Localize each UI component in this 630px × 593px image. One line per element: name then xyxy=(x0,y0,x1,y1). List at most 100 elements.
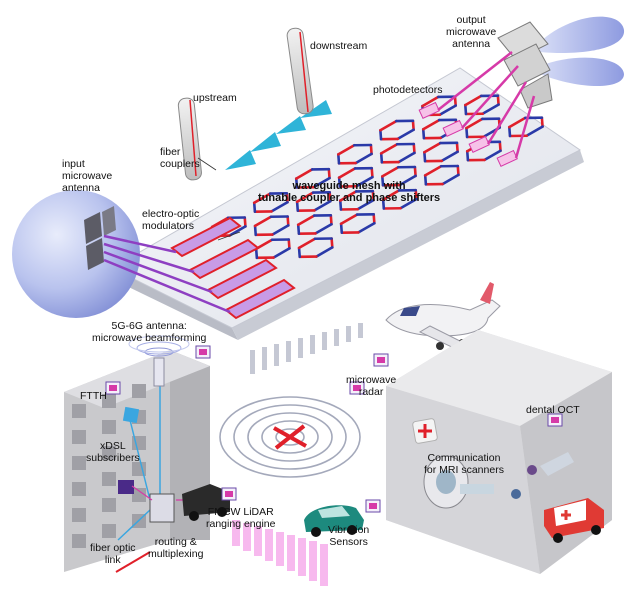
waveguide-segment xyxy=(414,188,418,201)
radar-wave-bar xyxy=(298,338,303,358)
waveguide-segment xyxy=(252,201,257,213)
ftth-label: FTTH xyxy=(80,390,107,402)
chip-core xyxy=(199,349,207,355)
chip-side-right xyxy=(232,150,584,340)
input-antenna xyxy=(12,190,231,318)
chip-core xyxy=(377,357,385,363)
waveguide-segment xyxy=(396,128,415,141)
waveguide-segment xyxy=(285,192,289,204)
waveguide-segment xyxy=(315,246,334,258)
building-window xyxy=(102,472,116,486)
chip-icons xyxy=(105,345,563,513)
waveguide-segment xyxy=(379,128,383,141)
waveguide-segment xyxy=(329,214,333,226)
waveguide-segment xyxy=(252,192,272,205)
waveguide-segment xyxy=(314,222,333,235)
waveguide-segment xyxy=(412,142,416,155)
waveguide-segment xyxy=(411,119,415,132)
waveguide-segment xyxy=(295,191,315,204)
waveguide-segment xyxy=(456,164,460,177)
waveguide-segment xyxy=(463,94,483,107)
waveguide-segment xyxy=(423,150,427,163)
waveguide-segment xyxy=(421,118,441,131)
waveguide-segment xyxy=(355,175,374,188)
waveguide-segment xyxy=(455,141,459,154)
waveguide-segment xyxy=(421,95,440,108)
lidar-beam xyxy=(232,520,240,546)
chip-core xyxy=(225,491,233,497)
waveguide-segment xyxy=(398,174,417,187)
radar-wave-bar xyxy=(358,323,363,338)
leader-lines xyxy=(197,157,241,241)
waveguide-segment xyxy=(525,125,544,138)
modulator-1 xyxy=(170,216,242,258)
chip-side xyxy=(112,268,238,340)
beamforming-label: 5G-6G antenna:microwave beamforming xyxy=(92,320,207,344)
input-antenna-sphere xyxy=(12,190,140,318)
radar-ring xyxy=(261,420,319,454)
waveguide-segment xyxy=(381,165,400,178)
lidar-beam xyxy=(320,544,328,586)
building-window xyxy=(132,488,146,502)
radar-waves xyxy=(250,323,363,374)
waveguide-segment xyxy=(498,140,502,153)
radar-target xyxy=(273,424,307,450)
coupler-3 xyxy=(276,116,306,134)
waveguide-segment xyxy=(369,143,373,156)
waveguide-segment xyxy=(270,200,289,213)
building-window xyxy=(102,498,116,512)
waveguide-segment xyxy=(330,237,334,249)
downstream-fiber xyxy=(286,27,314,115)
waveguide-segment xyxy=(463,103,468,116)
waveguide-segment xyxy=(296,214,316,227)
waveguide-segment xyxy=(413,165,417,178)
photodetector-1 xyxy=(418,101,440,119)
waveguide-segment xyxy=(381,198,386,210)
photodetectors-label: photodetectors xyxy=(373,84,443,96)
photodetectors xyxy=(418,101,518,167)
waveguide-segment xyxy=(357,221,376,234)
fiber-arrow xyxy=(115,551,151,573)
waveguide-segment xyxy=(440,150,459,163)
photodetector-3 xyxy=(468,135,490,153)
waveguide-segment xyxy=(337,167,357,179)
chip-core xyxy=(551,417,559,423)
lidar-beam xyxy=(298,538,306,576)
building-window xyxy=(102,420,116,434)
building-window xyxy=(72,456,86,470)
photodetector-4 xyxy=(496,149,518,167)
modulator-4 xyxy=(224,278,296,320)
waveguide-segment xyxy=(465,126,469,139)
waveguide-segment xyxy=(507,116,527,129)
lidar-beam xyxy=(243,523,251,551)
waveguide-segment xyxy=(496,94,500,106)
waveguide-segment xyxy=(253,215,273,228)
coupler-2 xyxy=(250,132,281,152)
waveguide-segment xyxy=(423,164,443,177)
waveguide-segment xyxy=(253,224,258,237)
waveguide-segment xyxy=(354,152,373,165)
waveguide-segment xyxy=(465,117,484,130)
radar-wave-bar xyxy=(274,344,279,366)
waveguide-segment xyxy=(379,142,399,155)
waveguide-segment xyxy=(272,247,291,259)
radar-wave-bar xyxy=(286,341,291,362)
waveguide-segment xyxy=(296,223,301,235)
waveguide-segment xyxy=(465,149,470,162)
waveguide-segment xyxy=(337,176,342,188)
waveguide-segment xyxy=(483,149,502,162)
building-window xyxy=(72,508,86,522)
radar-rings xyxy=(219,396,361,478)
waveguide-segment xyxy=(228,225,247,237)
output-lobe-bottom xyxy=(540,57,624,86)
output-antenna xyxy=(437,16,625,159)
waveguide-segment xyxy=(381,189,401,201)
building-window xyxy=(72,404,86,418)
